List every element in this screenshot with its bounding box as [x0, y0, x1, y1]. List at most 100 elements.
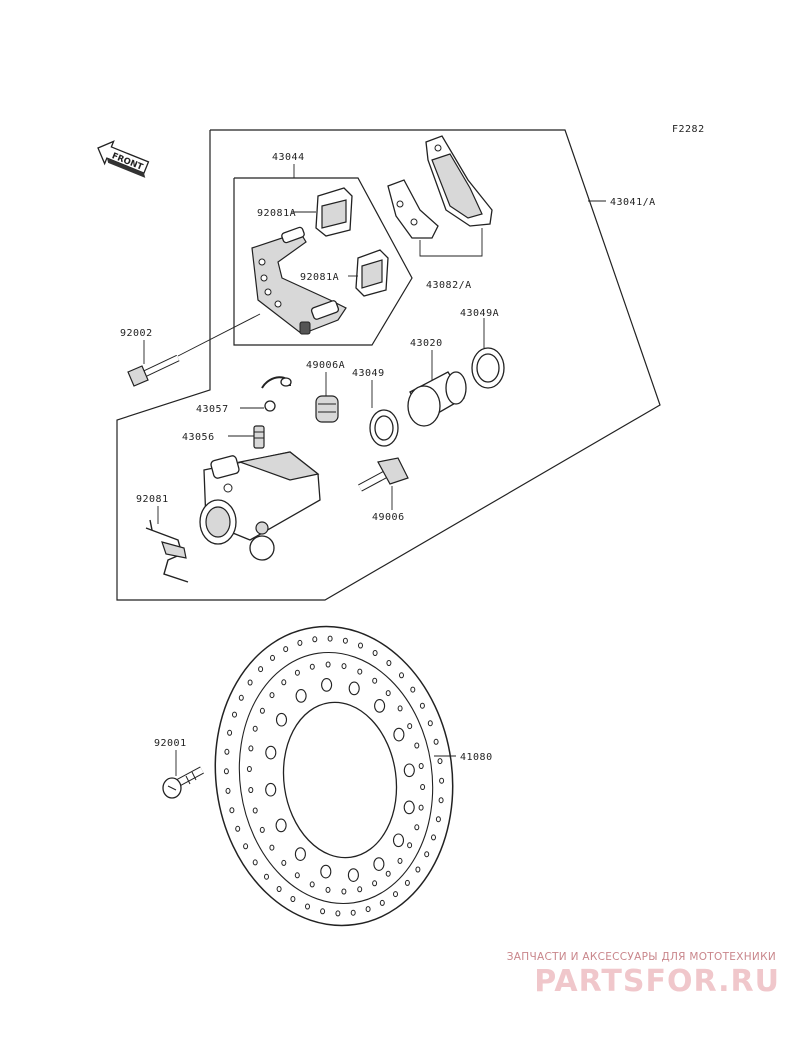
label-43041a: 43041/A — [610, 197, 656, 208]
disc-vent-hole — [342, 637, 348, 644]
disc-vent-hole — [379, 899, 385, 906]
disc-vent-hole — [372, 677, 378, 684]
disc-vent-hole — [325, 661, 331, 668]
disc-vent-hole — [372, 650, 378, 656]
disc-vent-hole — [238, 694, 244, 701]
disc-vent-hole — [414, 824, 420, 831]
bracket-group-outline — [233, 177, 413, 346]
disc-vent-hole — [397, 705, 403, 712]
disc-vent-hole — [433, 738, 439, 745]
disc-vent-hole — [290, 896, 296, 902]
watermark-logo: PARTSFOR.RU — [534, 964, 780, 999]
disc-vent-hole — [357, 668, 363, 675]
disc-vent-hole — [385, 870, 391, 877]
disc-carrier-hole — [373, 857, 385, 871]
disc-vent-hole — [357, 886, 363, 893]
disc-vent-hole — [243, 843, 249, 850]
disc-vent-hole — [235, 825, 241, 832]
disc-vent-hole — [264, 873, 269, 880]
disc-carrier-hole — [403, 800, 415, 815]
label-92002: 92002 — [120, 328, 153, 339]
disc-vent-hole — [358, 642, 363, 649]
label-41080: 41080 — [460, 752, 493, 763]
label-92081: 92081 — [136, 494, 169, 505]
caliper-piston — [407, 371, 467, 427]
disc-carrier-hole — [295, 689, 307, 703]
label-92081a-upper: 92081A — [257, 208, 296, 219]
disc-vent-hole — [294, 872, 300, 879]
disc-vent-hole — [259, 707, 265, 714]
disc-carrier-hole — [374, 699, 386, 713]
disc-vent-hole — [224, 748, 230, 755]
disc-vent-hole — [232, 711, 237, 718]
disc-vent-hole — [309, 881, 315, 888]
disc-vent-hole — [365, 906, 371, 913]
disc-vent-hole — [393, 891, 398, 898]
disc-vent-hole — [297, 639, 303, 646]
label-43020: 43020 — [410, 338, 443, 349]
disc-vent-hole — [258, 666, 264, 673]
disc-carrier-hole — [393, 727, 405, 742]
disc-carrier-hole — [265, 782, 277, 797]
disc-vent-hole — [418, 804, 424, 811]
disc-carrier-hole — [320, 864, 332, 879]
pad-clip-upper — [315, 187, 353, 237]
disc-vent-hole — [418, 763, 424, 769]
brake-pads — [387, 135, 493, 239]
caliper-bracket — [251, 226, 347, 335]
disc-vent-hole — [229, 807, 235, 814]
disc-vent-hole — [223, 768, 229, 775]
disc-vent-hole — [435, 816, 441, 823]
disc-vent-hole — [269, 692, 275, 699]
disc-vent-hole — [312, 636, 318, 643]
disc-vent-hole — [294, 669, 300, 676]
disc-carrier-hole — [321, 678, 333, 692]
disc-vent-hole — [424, 851, 430, 858]
label-49006a: 49006A — [306, 360, 345, 371]
disc-vent-hole — [372, 880, 378, 887]
disc-vent-hole — [397, 857, 403, 864]
disc-vent-hole — [335, 910, 341, 917]
slide-pin-49006 — [358, 457, 409, 492]
disc-vent-hole — [407, 723, 413, 730]
disc-vent-hole — [427, 720, 433, 727]
disc-vent-hole — [419, 702, 425, 709]
label-43082a: 43082/A — [426, 280, 472, 291]
disc-carrier-hole — [265, 745, 277, 760]
disc-vent-hole — [404, 879, 410, 886]
pin-boot-49006a — [315, 395, 339, 423]
label-92001: 92001 — [154, 738, 187, 749]
disc-carrier-hole — [392, 833, 405, 848]
disc-vent-hole — [252, 859, 258, 866]
disc-vent-hole — [246, 766, 252, 772]
disc-carrier-hole — [294, 847, 306, 861]
disc-vent-hole — [431, 834, 436, 841]
disc-vent-hole — [225, 787, 231, 794]
disc-carrier-hole — [403, 763, 415, 778]
disc-vent-hole — [341, 663, 347, 670]
disc-vent-hole — [248, 787, 254, 793]
label-49006: 49006 — [372, 512, 405, 523]
disc-vent-hole — [386, 660, 392, 666]
disc-vent-hole — [439, 777, 445, 784]
disc-vent-hole — [410, 686, 416, 693]
disc-vent-hole — [283, 646, 289, 653]
disc-vent-hole — [341, 888, 347, 895]
disc-vent-hole — [309, 663, 315, 670]
disc-vent-hole — [270, 654, 275, 661]
bleeder-valve — [253, 425, 265, 449]
piston-seal-43049 — [369, 409, 399, 447]
label-43044: 43044 — [272, 152, 305, 163]
disc-vent-hole — [325, 886, 331, 893]
disc-vent-hole — [350, 909, 356, 916]
disc-vent-hole — [407, 842, 413, 849]
disc-vent-hole — [420, 784, 426, 790]
disc-carrier-hole — [275, 818, 287, 833]
caliper-assembly-outline — [116, 129, 661, 601]
brake-disc — [214, 625, 454, 927]
label-43056: 43056 — [182, 432, 215, 443]
label-43049: 43049 — [352, 368, 385, 379]
label-43049a: 43049A — [460, 308, 499, 319]
disc-vent-hole — [438, 797, 444, 804]
